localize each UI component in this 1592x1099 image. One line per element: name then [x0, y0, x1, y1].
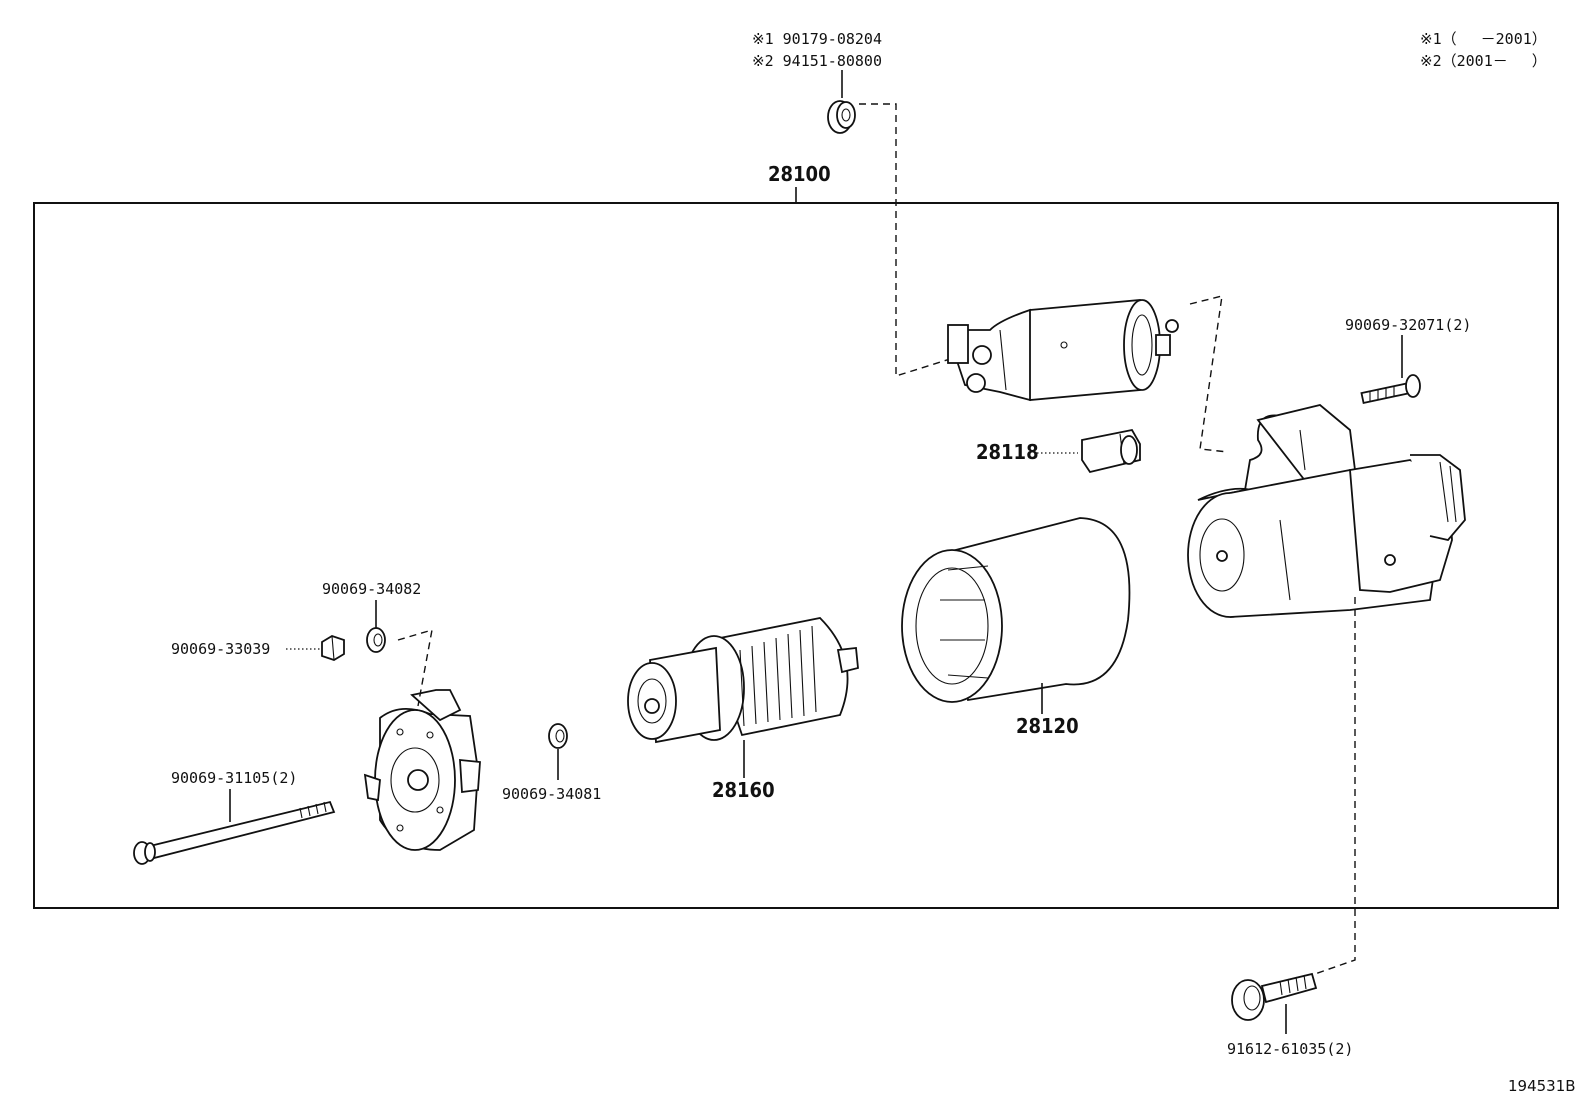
assembly-frame — [33, 202, 1559, 909]
yoke-28120-part — [901, 517, 1131, 703]
nut-label-1: ※1 90179-08204 — [752, 30, 882, 48]
legend-line-2: ※2（2001－ ） — [1420, 52, 1547, 70]
bolt-61035-part — [1231, 972, 1318, 1021]
label-90069-31105: 90069-31105(2) — [171, 769, 297, 787]
assembly-label: 28100 — [768, 162, 831, 186]
label-28160: 28160 — [712, 778, 775, 802]
plunger-28118-part — [1081, 428, 1141, 474]
bolt-32071-part — [1360, 374, 1421, 404]
label-90069-34081: 90069-34081 — [502, 785, 601, 803]
figure-id: 194531B — [1508, 1077, 1576, 1095]
housing-dash-line — [1311, 597, 1356, 976]
label-28120: 28120 — [1016, 714, 1079, 738]
through-bolt-part — [133, 800, 336, 865]
magnetic-switch-part — [947, 299, 1179, 402]
armature-28160-part — [627, 617, 859, 744]
legend-line-1: ※1（ －2001） — [1420, 30, 1547, 48]
nut-label-2: ※2 94151-80800 — [752, 52, 882, 70]
label-91612-61035: 91612-61035(2) — [1227, 1040, 1353, 1058]
label-90069-32071: 90069-32071(2) — [1345, 316, 1471, 334]
switch-dash-line — [1189, 295, 1229, 453]
nut-33039-part — [321, 635, 345, 661]
label-90069-33039: 90069-33039 — [171, 640, 270, 658]
nut-dash-line — [859, 103, 986, 377]
starter-housing-part — [1187, 404, 1466, 618]
label-28118: 28118 — [976, 440, 1039, 464]
washer-dash-line — [397, 629, 433, 707]
terminal-nut-part — [827, 100, 856, 134]
end-frame-part — [363, 689, 481, 851]
washer-34082-part — [366, 627, 386, 653]
label-90069-34082: 90069-34082 — [322, 580, 421, 598]
washer-34081-part — [548, 723, 568, 749]
